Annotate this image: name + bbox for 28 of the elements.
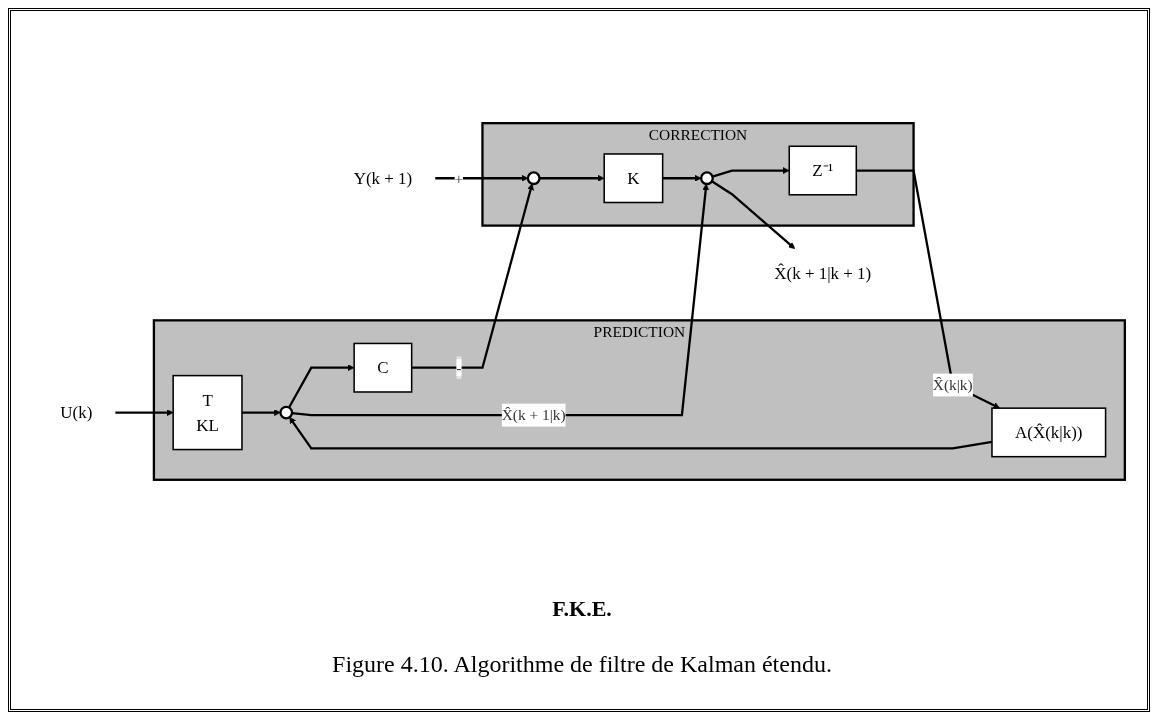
- node-circle: [526, 170, 541, 185]
- node-circle: [700, 170, 714, 185]
- arrow: [288, 363, 355, 408]
- edge-label: +: [454, 169, 464, 187]
- node-text: X̂(k + 1|k + 1): [774, 262, 872, 283]
- arrow: [115, 408, 174, 416]
- arrow: [411, 183, 534, 369]
- edge-label: -: [456, 358, 462, 376]
- edge-label: X̂(k + 1|k): [501, 406, 566, 424]
- arrow: [291, 183, 710, 416]
- arrow: [856, 168, 1000, 408]
- node-box: T KL: [172, 374, 243, 450]
- node-circle: [279, 405, 294, 420]
- arrow: [711, 179, 796, 249]
- arrow: [539, 174, 605, 182]
- arrow: [435, 174, 529, 182]
- arrow: [241, 408, 281, 416]
- node-text: Y(k + 1): [353, 168, 413, 188]
- edge-label: X̂(k|k): [932, 376, 973, 394]
- arrow: [662, 174, 702, 182]
- arrow: [712, 166, 790, 178]
- node-box: A(X̂(k|k)): [991, 406, 1107, 457]
- node-box: Z⁻¹: [788, 145, 858, 196]
- node-box: C: [353, 342, 413, 393]
- figure-caption: Figure 4.10. Algorithme de filtre de Kalman étendu.: [331, 651, 833, 678]
- brace-label: F.K.E.: [551, 596, 613, 622]
- node-box: K: [603, 152, 664, 203]
- node-text: U(k): [60, 402, 93, 422]
